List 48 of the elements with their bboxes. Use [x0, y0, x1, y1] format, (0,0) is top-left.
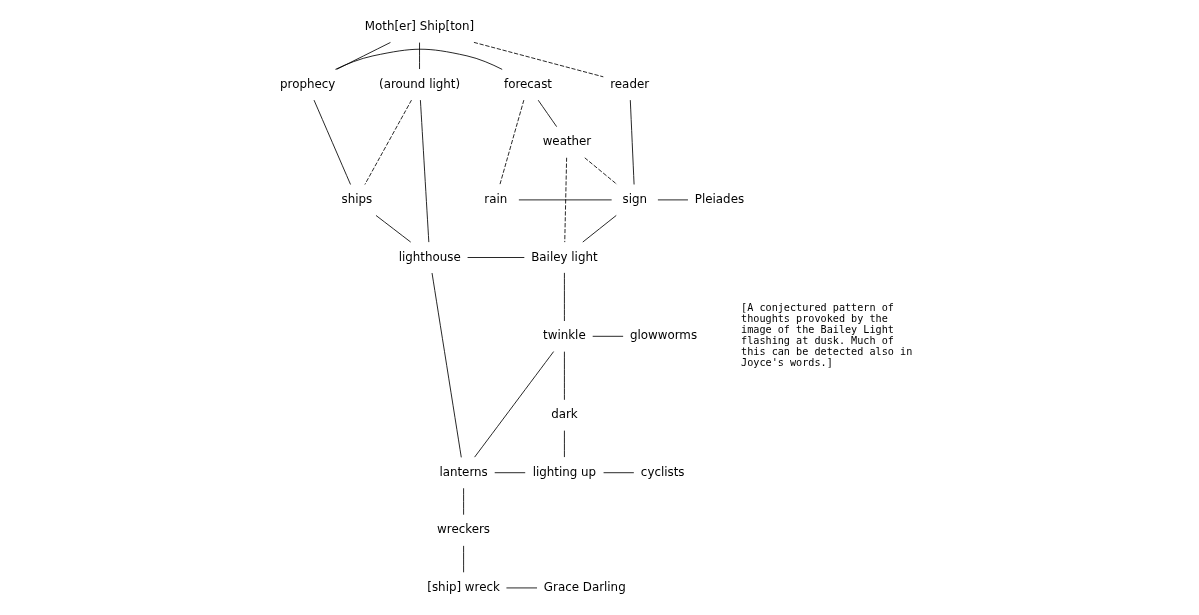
node-text: (around light)	[378, 76, 460, 91]
connector	[537, 99, 557, 128]
connector	[563, 351, 565, 401]
connector	[363, 99, 412, 185]
node-text: [ship] wreck	[426, 580, 500, 595]
connector	[591, 335, 624, 337]
node-text: sign	[621, 192, 647, 207]
connector	[563, 157, 567, 243]
node-text: prophecy	[279, 76, 335, 91]
connector	[313, 99, 351, 185]
node-text: forecast	[503, 76, 552, 91]
connector	[473, 351, 554, 458]
connector	[563, 272, 565, 322]
node-text: Pleiades	[694, 192, 744, 207]
connector	[335, 42, 391, 70]
node-text: weather	[542, 134, 591, 149]
node-text: Moth[er] Ship[ton]	[364, 19, 474, 34]
node-text: wreckers	[436, 522, 490, 537]
connector	[602, 472, 634, 474]
connector	[493, 472, 526, 474]
node-text: glowworms	[629, 328, 697, 343]
connector	[629, 99, 634, 185]
node-text: lighting up	[532, 464, 596, 479]
node-text: Bailey light	[530, 249, 598, 264]
connector	[583, 157, 617, 185]
node-text: cyclists	[640, 464, 685, 479]
connector	[581, 215, 617, 243]
connector	[419, 99, 429, 243]
connector	[375, 215, 411, 243]
node-text: reader	[609, 76, 649, 91]
node-text: lanterns	[438, 464, 488, 479]
connector	[499, 99, 524, 185]
node-text: dark	[550, 407, 578, 422]
label: [A conjectured pattern of thoughts provoked by the image of the Bailey Light flashing at dusk. Much of this can be detected also in Joyce's words.]	[740, 302, 912, 369]
node-text: rain	[483, 192, 507, 207]
node-text: Grace Darling	[543, 580, 626, 595]
connector	[466, 257, 525, 258]
connector	[431, 272, 462, 458]
connector	[517, 199, 612, 201]
connector	[473, 41, 604, 78]
connector	[462, 545, 464, 573]
node-text: ships	[340, 192, 372, 207]
connector	[462, 487, 464, 516]
connector	[418, 42, 420, 70]
connector	[334, 48, 503, 70]
node-text: lighthouse	[398, 249, 461, 264]
node-text: twinkle	[542, 328, 586, 343]
connector	[563, 430, 565, 458]
